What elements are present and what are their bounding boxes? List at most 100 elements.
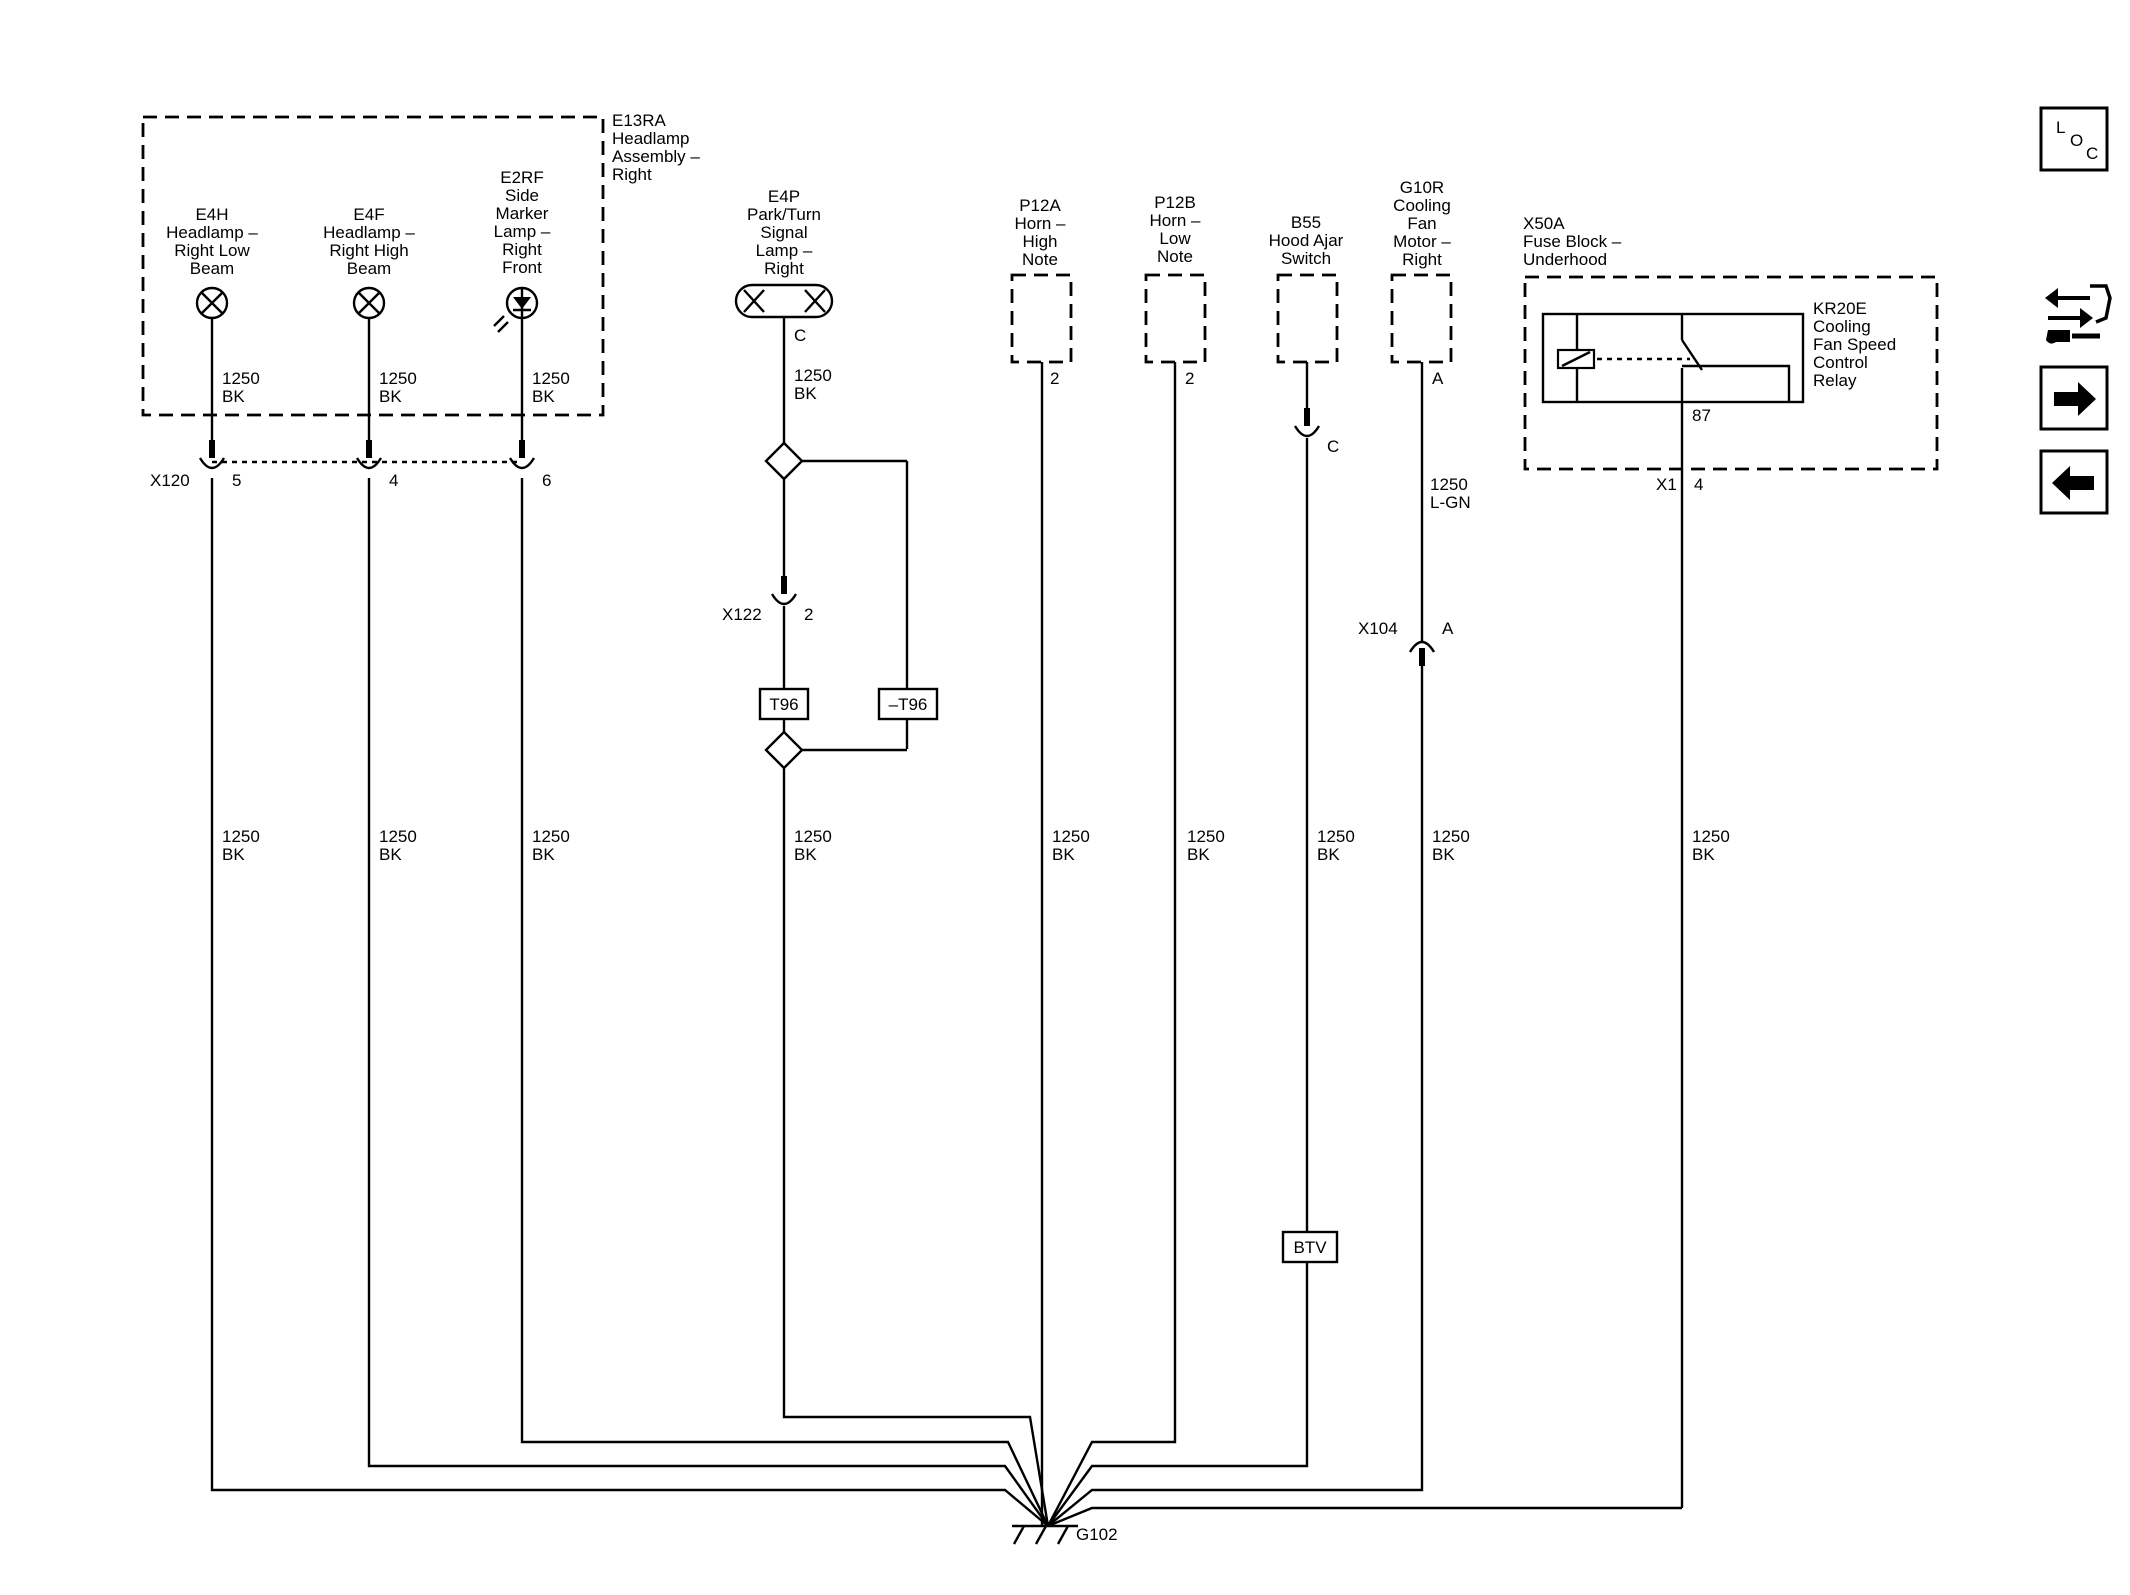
e4p-dual-lamp-icon	[734, 283, 834, 319]
svg-text:Headlamp –: Headlamp –	[323, 223, 415, 242]
b55-connector	[1293, 408, 1321, 438]
svg-text:BK: BK	[794, 384, 817, 403]
option-not-t96: –T96	[877, 687, 939, 721]
svg-text:Cooling: Cooling	[1393, 196, 1451, 215]
svg-text:L-GN: L-GN	[1430, 493, 1471, 512]
option-split-bottom	[764, 730, 804, 770]
svg-text:Park/Turn: Park/Turn	[747, 205, 821, 224]
connector-info-button[interactable]	[2045, 284, 2112, 344]
option-split-top	[764, 441, 804, 481]
p12b-box	[1144, 273, 1207, 364]
g10r-label: G10R Cooling Fan Motor – Right	[1393, 178, 1451, 269]
e4f-label: E4F Headlamp – Right High Beam	[323, 205, 415, 278]
svg-text:BK: BK	[1432, 845, 1455, 864]
svg-text:Beam: Beam	[190, 259, 234, 278]
svg-text:E4F: E4F	[353, 205, 384, 224]
svg-text:1250: 1250	[379, 369, 417, 388]
b55-label: B55 Hood Ajar Switch	[1269, 213, 1344, 268]
wire-label-b55-lower: 1250 BK	[1317, 827, 1355, 864]
svg-text:Front: Front	[502, 258, 542, 277]
connector-info-icon	[2045, 284, 2112, 344]
svg-text:Switch: Switch	[1281, 249, 1331, 268]
svg-text:BK: BK	[1692, 845, 1715, 864]
x120-pin-6: 6	[542, 471, 551, 490]
svg-text:E4P: E4P	[768, 187, 800, 206]
headlamp-assembly-box	[141, 115, 605, 417]
svg-text:Horn –: Horn –	[1149, 211, 1201, 230]
svg-text:T96: T96	[769, 695, 798, 714]
svg-text:BK: BK	[1317, 845, 1340, 864]
p12a-box	[1010, 273, 1073, 364]
svg-text:Marker: Marker	[496, 204, 549, 223]
e4p-label: E4P Park/Turn Signal Lamp – Right	[747, 187, 821, 278]
svg-text:Fan Speed: Fan Speed	[1813, 335, 1896, 354]
wire-label-x1-lower: 1250 BK	[1692, 827, 1730, 864]
svg-text:Side: Side	[505, 186, 539, 205]
x122-connector	[770, 576, 798, 606]
svg-text:Beam: Beam	[347, 259, 391, 278]
svg-text:B55: B55	[1291, 213, 1321, 232]
svg-text:E13RA: E13RA	[612, 111, 667, 130]
svg-text:Fuse Block –: Fuse Block –	[1523, 232, 1622, 251]
kr20e-relay	[1541, 312, 1805, 404]
e4f-lamp-icon	[352, 286, 386, 320]
e4h-label: E4H Headlamp – Right Low Beam	[166, 205, 258, 278]
wire-label-x120-5-lower: 1250 BK	[222, 827, 260, 864]
previous-page-button[interactable]	[2039, 449, 2109, 515]
svg-text:O: O	[2070, 131, 2083, 150]
p12b-label: P12B Horn – Low Note	[1149, 193, 1201, 266]
wire-label-g10r-upper: 1250 L-GN	[1430, 475, 1471, 512]
svg-text:BK: BK	[222, 387, 245, 406]
svg-text:X50A: X50A	[1523, 214, 1565, 233]
wire-label-g10r-lower: 1250 BK	[1432, 827, 1470, 864]
svg-text:BK: BK	[222, 845, 245, 864]
svg-text:BK: BK	[379, 845, 402, 864]
svg-text:Lamp –: Lamp –	[756, 241, 813, 260]
svg-text:BK: BK	[532, 387, 555, 406]
svg-text:Headlamp: Headlamp	[612, 129, 690, 148]
svg-text:–T96: –T96	[889, 695, 928, 714]
svg-text:Horn –: Horn –	[1014, 214, 1066, 233]
svg-text:Hood Ajar: Hood Ajar	[1269, 231, 1344, 250]
svg-text:Fan: Fan	[1407, 214, 1436, 233]
svg-text:Underhood: Underhood	[1523, 250, 1607, 269]
svg-text:E2RF: E2RF	[500, 168, 543, 187]
svg-text:1250: 1250	[379, 827, 417, 846]
ground-g102-label: G102	[1076, 1525, 1118, 1544]
svg-text:Headlamp –: Headlamp –	[166, 223, 258, 242]
x50a-label: X50A Fuse Block – Underhood	[1523, 214, 1622, 269]
svg-text:1250: 1250	[1432, 827, 1470, 846]
svg-text:1250: 1250	[222, 369, 260, 388]
svg-text:Right High: Right High	[329, 241, 408, 260]
option-btv: BTV	[1281, 1230, 1339, 1264]
ground-g102-icon	[1012, 1524, 1078, 1545]
x120-pin-5: 5	[232, 471, 241, 490]
x104-connector	[1408, 640, 1436, 666]
next-page-button[interactable]	[2039, 365, 2109, 431]
svg-text:Right: Right	[1402, 250, 1442, 269]
svg-text:1250: 1250	[794, 827, 832, 846]
svg-text:G10R: G10R	[1400, 178, 1444, 197]
svg-text:1250: 1250	[532, 827, 570, 846]
x122-pin: 2	[804, 605, 813, 624]
wire-label-x120-6-lower: 1250 BK	[532, 827, 570, 864]
wire-label-e4f-upper: 1250 BK	[379, 369, 417, 406]
svg-text:Low: Low	[1159, 229, 1191, 248]
svg-text:P12B: P12B	[1154, 193, 1196, 212]
svg-text:BK: BK	[1052, 845, 1075, 864]
p12b-pin: 2	[1185, 369, 1194, 388]
wire-label-e4p-lower: 1250 BK	[794, 827, 832, 864]
wire-label-x120-4-lower: 1250 BK	[379, 827, 417, 864]
x1-pin: 4	[1694, 475, 1703, 494]
x104-id: X104	[1358, 619, 1398, 638]
p12a-pin: 2	[1050, 369, 1059, 388]
wire-label-e4h-upper: 1250 BK	[222, 369, 260, 406]
svg-text:Cooling: Cooling	[1813, 317, 1871, 336]
option-t96: T96	[758, 687, 810, 721]
svg-text:P12A: P12A	[1019, 196, 1061, 215]
svg-text:Control: Control	[1813, 353, 1868, 372]
x1-id: X1	[1656, 475, 1677, 494]
svg-text:E4H: E4H	[195, 205, 228, 224]
x120-pin-4: 4	[389, 471, 398, 490]
loc-button[interactable]: L O C	[2039, 106, 2109, 172]
